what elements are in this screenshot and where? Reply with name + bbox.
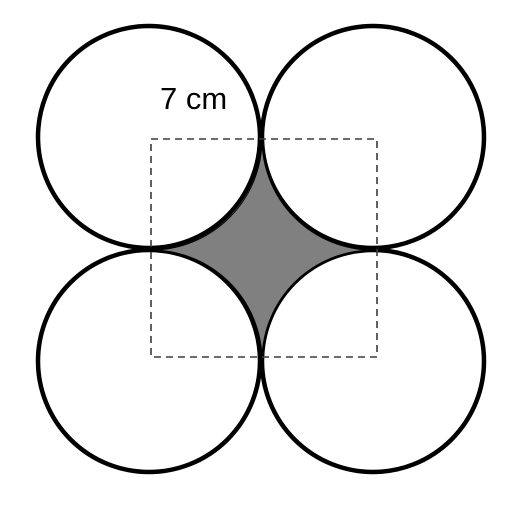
circle-top-right — [259, 23, 487, 251]
radius-label: 7 cm — [160, 81, 227, 116]
circle-bottom-right — [259, 247, 487, 475]
shaded-region-overlay — [151, 139, 373, 359]
dashed-square — [150, 138, 378, 358]
circle-bottom-left — [35, 247, 263, 475]
circle-top-left — [35, 23, 263, 251]
